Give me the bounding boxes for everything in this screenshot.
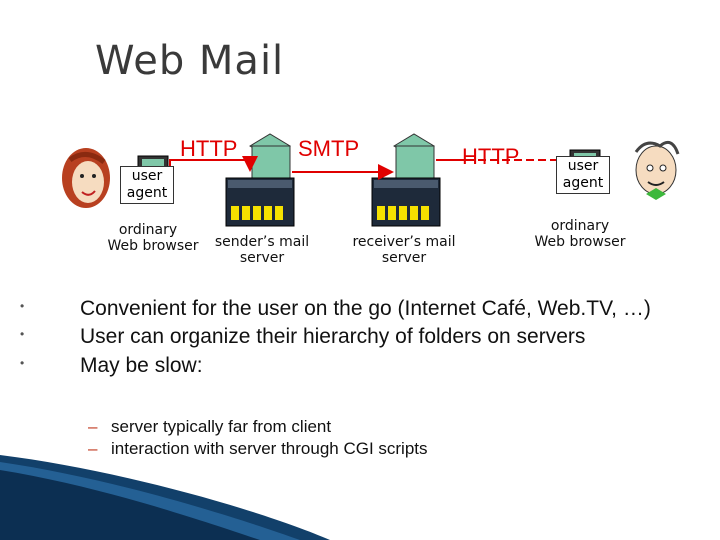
bullet-item: • Convenient for the user on the go (Inte… <box>20 296 710 322</box>
right-browser-label: ordinary Web browser <box>520 218 640 250</box>
slide-title: Web Mail <box>95 38 285 84</box>
user-man-icon <box>634 140 680 200</box>
sub-bullet-item: –interaction with server through CGI scr… <box>88 438 428 460</box>
left-browser-label: ordinary Web browser <box>98 222 208 254</box>
left-browser-label-line1: ordinary <box>118 222 178 238</box>
sender-server-label-line2: server <box>239 250 285 267</box>
bullet-dot-icon: • <box>20 327 25 342</box>
bullet-dot-icon: • <box>20 355 25 370</box>
dash-icon: – <box>88 417 98 436</box>
sender-server-label: sender’s mail server <box>202 234 322 266</box>
receiver-server-label: receiver’s mail server <box>340 234 468 266</box>
left-user-agent-box: user agent <box>120 166 174 204</box>
bullet-list: • Convenient for the user on the go (Inte… <box>20 296 710 381</box>
decorative-sweep <box>0 455 330 540</box>
dash-icon: – <box>88 439 98 459</box>
bullet-item: • User can organize their hierarchy of fo… <box>20 324 710 350</box>
bullet-text: May be slow: <box>80 353 203 377</box>
receiver-server-label-line2: server <box>381 250 427 267</box>
protocol-smtp: SMTP <box>298 136 360 161</box>
right-user-agent-box: user agent <box>556 156 610 194</box>
receiver-server-label-line1: receiver’s mail <box>352 234 456 250</box>
left-browser-label-line2: Web browser <box>107 238 199 255</box>
sub-bullet-list: –server typically far from client –inter… <box>88 416 428 460</box>
right-browser-label-line1: ordinary <box>550 218 610 234</box>
bullet-item: • May be slow: <box>20 353 710 379</box>
sub-bullet-text: interaction with server through CGI scri… <box>111 439 428 459</box>
bullet-text: User can organize their hierarchy of fol… <box>80 325 586 349</box>
sender-server-icon <box>225 133 295 227</box>
sender-server-label-line1: sender’s mail <box>214 234 310 250</box>
right-browser-label-line2: Web browser <box>534 234 626 251</box>
receiver-server-icon <box>371 133 441 227</box>
bullet-dot-icon: • <box>20 299 25 313</box>
bullet-text: Convenient for the user on the go (Inter… <box>80 297 651 320</box>
protocol-http-right: HTTP <box>462 144 520 169</box>
sub-bullet-text: server typically far from client <box>111 417 332 436</box>
http-arrow-left <box>169 156 258 172</box>
user-woman-icon <box>62 148 110 208</box>
sub-bullet-item: –server typically far from client <box>88 416 428 438</box>
protocol-http-left: HTTP <box>180 136 238 161</box>
